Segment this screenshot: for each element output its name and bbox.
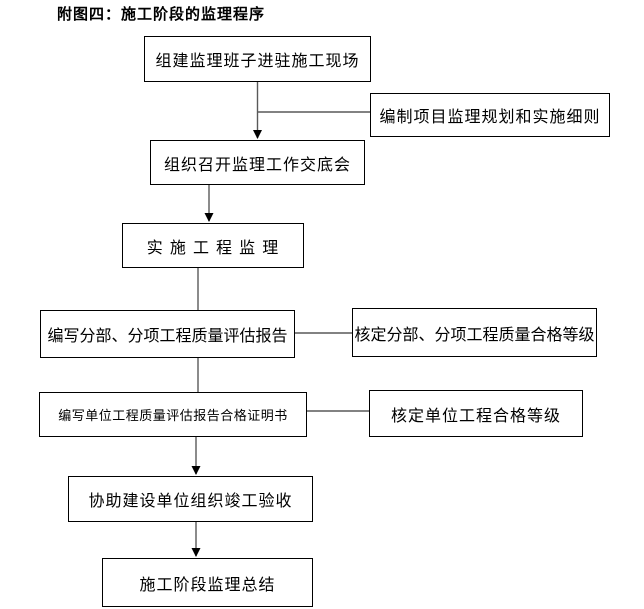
node-implement-supervision: 实 施 工 程 监 理 — [122, 223, 304, 268]
node-verify-subsection-grade: 核定分部、分项工程质量合格等级 — [352, 308, 597, 357]
node-disclosure-meeting: 组织召开监理工作交底会 — [150, 140, 365, 185]
node-assist-acceptance: 协助建设单位组织竣工验收 — [68, 476, 313, 522]
node-verify-unit-grade: 核定单位工程合格等级 — [369, 390, 583, 437]
node-subsection-report: 编写分部、分项工程质量评估报告 — [40, 310, 295, 358]
node-assemble-team: 组建监理班子进驻施工现场 — [144, 36, 371, 82]
node-prepare-plan: 编制项目监理规划和实施细则 — [370, 93, 610, 137]
page-title: 附图四：施工阶段的监理程序 — [57, 5, 266, 23]
node-stage-summary: 施工阶段监理总结 — [102, 558, 313, 607]
node-unit-certificate: 编写单位工程质量评估报告合格证明书 — [39, 392, 307, 437]
